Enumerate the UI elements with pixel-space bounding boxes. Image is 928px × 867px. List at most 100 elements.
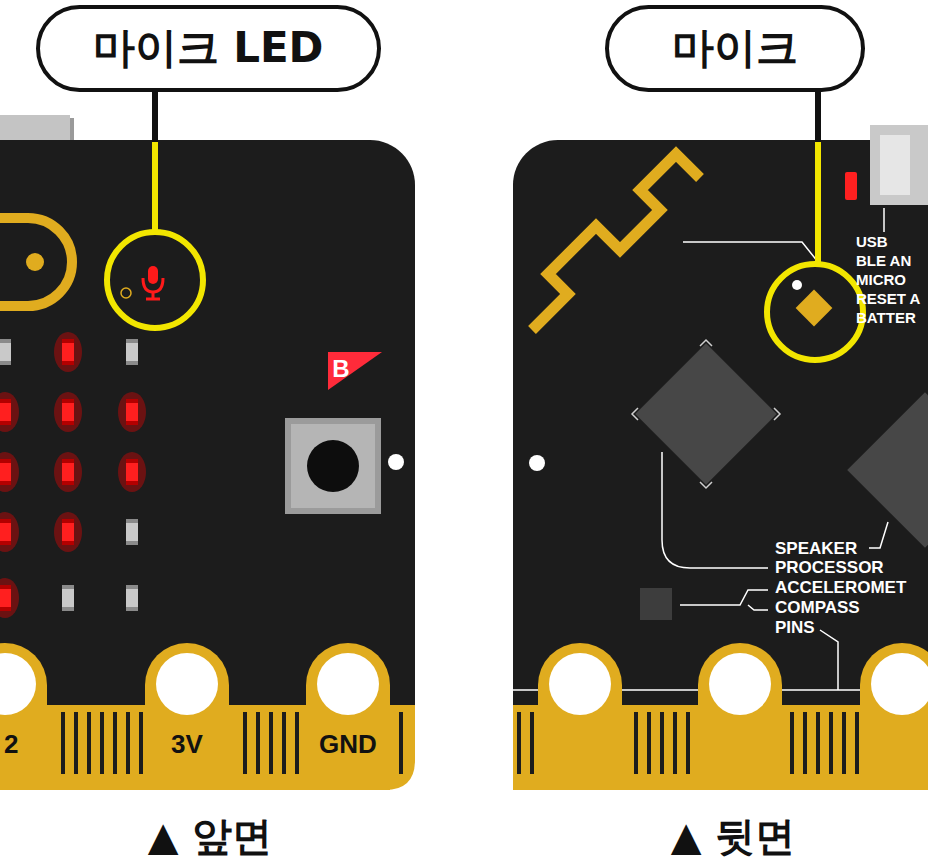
connector-finger [790,712,794,774]
pin-name: GND [319,730,377,759]
led [126,459,138,485]
view-caption: ▲ 앞면 [148,814,273,858]
connector-finger [660,712,664,774]
mic-holder [143,278,163,292]
touch-logo-dot [26,253,44,271]
callout-line [815,92,821,142]
connector-finger [87,712,91,774]
sensor-chip [640,588,672,620]
led [0,399,11,425]
connector-finger [816,712,820,774]
led-glow [0,392,19,432]
usb-connector [0,115,70,141]
led-glow [54,332,82,372]
led-cap [0,585,11,589]
button-flag [328,352,382,390]
callout-text: 마이크 LED [93,20,324,76]
connector-finger [855,712,859,774]
led-cap [62,459,74,463]
led-cap [0,399,11,403]
connector-finger [842,712,846,774]
mic-stand [146,292,160,299]
part-name: PROCESSOR [775,559,884,578]
board-back [513,140,928,790]
button-b [285,418,381,514]
led [126,399,138,425]
part-name: ACCELEROMET [775,579,906,598]
led-cap [62,481,74,485]
pin-hole [156,653,218,715]
led [62,459,74,485]
part-name: MICRO [856,272,906,289]
pin-pad [860,643,928,790]
highlight-circle [767,264,863,360]
highlight-circle [107,232,203,328]
led-cap [0,541,11,545]
connector-finger [126,712,130,774]
pin-hole [709,653,771,715]
connector-finger [803,712,807,774]
part-name: COMPASS [775,599,860,618]
led-cap [0,361,11,365]
led [0,519,11,545]
led-glow [118,452,146,492]
leader-line [683,242,818,262]
pin-hole [871,653,928,715]
callout-pill: 마이크 [605,5,865,92]
microphone-chip [796,290,833,327]
callout-line [815,142,821,264]
callout-pill: 마이크 LED [36,5,381,92]
part-name: PINS [775,619,815,638]
connector-finger [139,712,143,774]
led-cap [126,399,138,403]
led-cap [62,585,74,589]
pin-pad [306,643,390,790]
board-front [0,140,415,790]
pin-pad [145,643,229,790]
connector-finger [673,712,677,774]
pin-pad [698,643,782,790]
led-cap [0,339,11,343]
pin-name: 2 [4,730,18,759]
callout-line [152,92,158,142]
led-glow [118,392,146,432]
led-cap [62,541,74,545]
led-cap [0,421,11,425]
part-name: BATTER [856,310,916,327]
button-label: B [332,356,349,382]
led-glow [54,512,82,552]
leader-line [883,208,885,232]
leader-line [680,590,768,610]
led [62,519,74,545]
connector-finger [530,712,534,774]
led-cap [62,421,74,425]
power-led [845,172,857,200]
connector-finger [61,712,65,774]
pin-hole [0,653,36,715]
view-caption: ▲ 뒷면 [671,814,796,858]
callout-line [152,142,158,232]
pin-hole [317,653,379,715]
leader-line [869,522,888,548]
mount-dot [529,455,545,471]
mic-led-icon [143,266,163,299]
touch-logo [0,218,72,306]
connector-finger [74,712,78,774]
led-cap [126,361,138,365]
connector-finger [113,712,117,774]
pin-hole [549,653,611,715]
led [126,339,138,365]
pin-pad [0,643,47,790]
led [0,459,11,485]
connector-finger [399,712,403,774]
button-b-face [291,424,375,508]
connector-finger [282,712,286,774]
led [0,339,11,365]
connector-finger [634,712,638,774]
usb-connector [880,135,910,195]
usb-connector [870,125,928,205]
connector-finger [829,712,833,774]
